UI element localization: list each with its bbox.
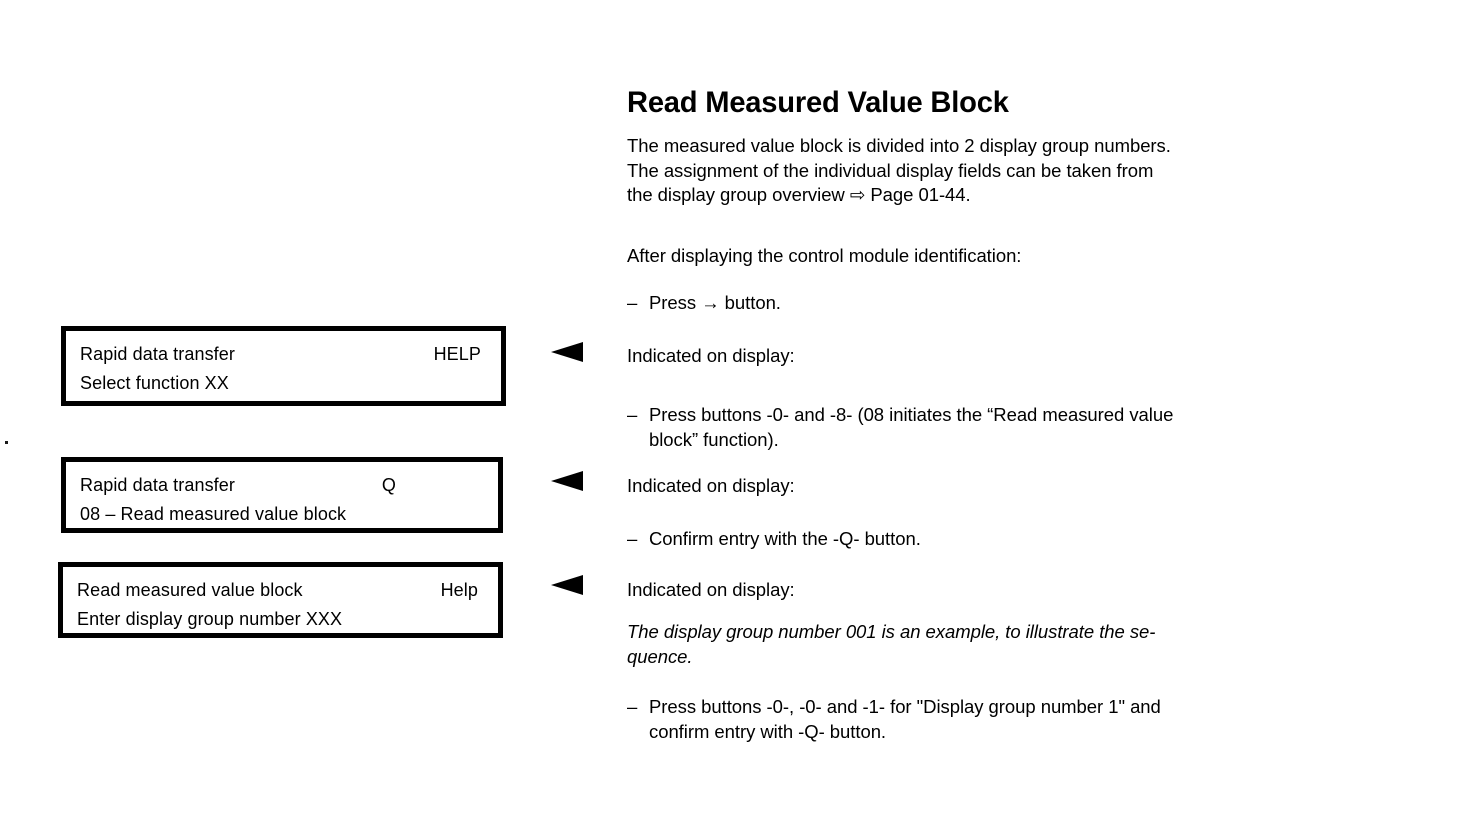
indicated-on-display-3: Indicated on display: xyxy=(627,579,795,600)
display-screen-line-1: Read measured value block Help xyxy=(77,576,484,605)
bullet-press-arrow-button: – Press → button. xyxy=(627,291,1387,316)
display-screen-line-1: Rapid data transfer HELP xyxy=(80,340,487,369)
bullet-text: Press buttons -0- and -8- (08 initiates … xyxy=(649,404,1174,450)
display-screen-line-1-left: Rapid data transfer xyxy=(80,475,235,495)
intro-paragraph: The measured value block is divided into… xyxy=(627,134,1367,208)
bullet-dash-icon: – xyxy=(627,404,638,425)
display-screen-softkey-help: Help xyxy=(440,580,478,600)
display-screen-softkey-q: Q xyxy=(381,475,396,495)
scan-artifact-speck xyxy=(5,441,8,444)
bullet-confirm-with-q: – Confirm entry with the -Q- button. xyxy=(627,527,1387,552)
example-note-line-1: The display group number 001 is an examp… xyxy=(627,621,1156,642)
bullet-press-0-0-1: – Press buttons -0-, -0- and -1- for "Di… xyxy=(627,695,1387,744)
pointer-to-select-function-icon xyxy=(551,342,583,362)
bullet-dash-icon: – xyxy=(627,696,638,717)
bullet-text: Press → button. xyxy=(649,292,781,313)
indicated-on-display-1: Indicated on display: xyxy=(627,345,795,366)
display-screen-line-1: Rapid data transfer Q xyxy=(80,471,484,500)
display-screen-line-1-left: Read measured value block xyxy=(77,580,303,600)
intro-line-2: The assignment of the individual display… xyxy=(627,159,1154,181)
display-screen-line-2: Select function XX xyxy=(80,369,487,398)
display-screen-line-2: 08 – Read measured value block xyxy=(80,500,484,529)
bullet-text: Confirm entry with the -Q- button. xyxy=(649,528,921,549)
display-screen-line-1-left: Rapid data transfer xyxy=(80,344,235,364)
display-screen-line-2-left: Select function XX xyxy=(80,373,229,393)
pointer-to-function-08-icon xyxy=(551,471,583,491)
display-screen-line-2-left: 08 – Read measured value block xyxy=(80,504,347,524)
bullet-dash-icon: – xyxy=(627,528,638,549)
pointer-to-display-group-entry-icon xyxy=(551,575,583,595)
example-note: The display group number 001 is an examp… xyxy=(627,620,1367,669)
intro-line-3: the display group overview ⇨ Page 01-44. xyxy=(627,184,971,205)
indicated-on-display-2: Indicated on display: xyxy=(627,475,795,496)
display-screen-line-2: Enter display group number XXX xyxy=(77,605,484,634)
display-screen-enter-display-group-number: Read measured value block Help Enter dis… xyxy=(58,562,503,638)
page-title: Read Measured Value Block xyxy=(627,86,1009,120)
bullet-press-0-and-8: – Press buttons -0- and -8- (08 initiate… xyxy=(627,403,1387,452)
display-screen-line-2-left: Enter display group number XXX xyxy=(77,609,343,629)
bullet-dash-icon: – xyxy=(627,292,638,313)
display-screen-softkey-help: HELP xyxy=(433,344,481,364)
intro-line-1: The measured value block is divided into… xyxy=(627,135,1171,156)
after-identification-text: After displaying the control module iden… xyxy=(627,245,1022,266)
display-screen-function-08-selected: Rapid data transfer Q 08 – Read measured… xyxy=(61,457,503,533)
example-note-line-2: quence. xyxy=(627,645,693,667)
bullet-text: Press buttons -0-, -0- and -1- for "Disp… xyxy=(649,696,1161,742)
display-screen-select-function: Rapid data transfer HELP Select function… xyxy=(61,326,506,406)
